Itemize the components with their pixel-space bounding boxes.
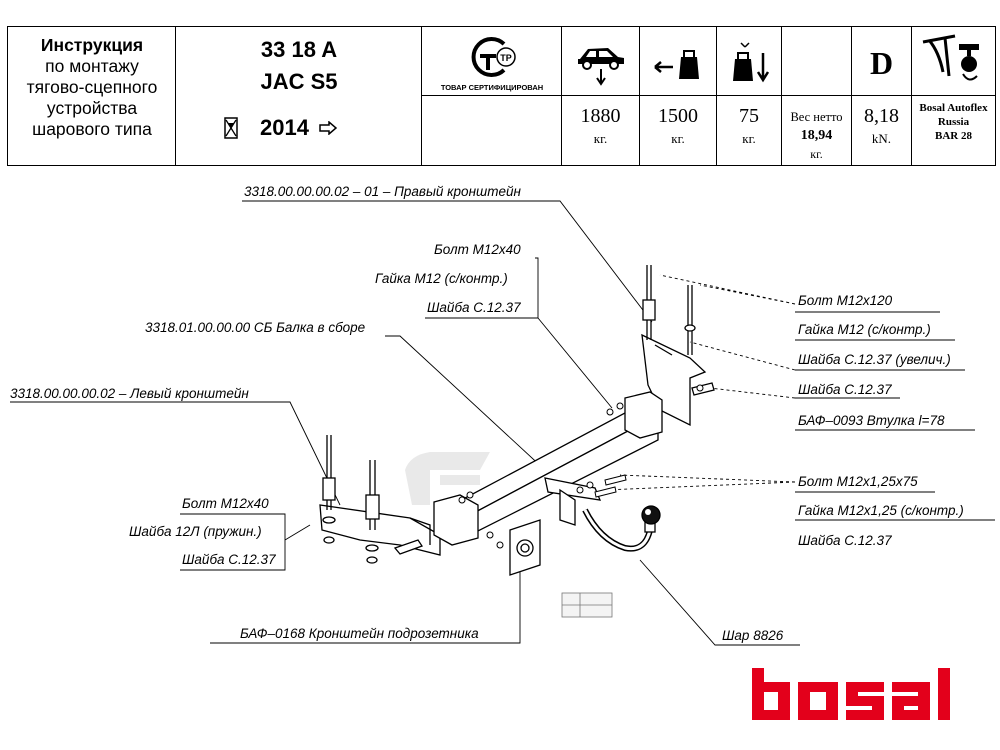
label-nut-m12-top: Гайка M12 (с/контр.) (375, 271, 508, 286)
title-line: устройства (46, 98, 138, 118)
trailer-weight-icon (640, 35, 716, 91)
tow-ball (582, 505, 661, 552)
label-bolt-m12x40-left: Болт M12x40 (182, 496, 269, 511)
vertical-load-value: 75 (739, 105, 759, 127)
leader-ball-underline (795, 491, 995, 521)
label-bolt-m12x125: Болт M12x1,25x75 (798, 474, 918, 489)
label-nut-m12-right: Гайка M12 (с/контр.) (798, 322, 931, 337)
leader-ball (639, 559, 800, 646)
part-number: 33 18 A (260, 37, 338, 62)
vertical-load-icon (717, 35, 781, 91)
vehicle-weight-unit: кг. (593, 131, 608, 146)
assembly-diagram (10, 200, 995, 646)
stamp-box (561, 592, 613, 618)
bosal-logo (752, 668, 950, 720)
brand-line: BAR 28 (935, 130, 972, 142)
label-ball: Шар 8826 (722, 628, 784, 643)
leader-left-bracket (10, 401, 341, 506)
hardware (458, 384, 704, 549)
leader-ball-hardware (604, 474, 796, 491)
leader-top-bolts (425, 257, 613, 409)
net-weight-label: Вес нетто (790, 110, 843, 124)
leader-right-hardware (659, 274, 796, 305)
trailer-weight-value: 1500 (658, 105, 698, 127)
d-value-letter: D (869, 45, 894, 81)
label-nut-m12x125: Гайка M12x1,25 (с/контр.) (798, 503, 964, 518)
title-line: Инструкция (40, 35, 144, 55)
label-sleeve: БАФ–0093 Втулка l=78 (798, 413, 945, 428)
left-bracket (319, 435, 441, 564)
certificate-caption: ТОВАР СЕРТИФИЦИРОВАН (440, 83, 544, 92)
towbar-icon (912, 31, 995, 91)
label-beam: 3318.01.00.00.00 СБ Балка в сборе (145, 320, 366, 335)
brand-cell: Bosal Autoflex Russia BAR 28 (912, 27, 995, 165)
label-left-bracket: 3318.00.00.00.02 – Левый кронштейн (10, 386, 249, 401)
label-spring-washer: Шайба 12Л (пружин.) (129, 524, 262, 539)
spec-trailer-weight: 1500 кг. (640, 27, 717, 165)
cert-mark: ТР (500, 53, 512, 63)
leader-left-hardware (180, 513, 311, 571)
label-washer-enlarged: Шайба С.12.37 (увелич.) (798, 352, 951, 367)
model-year: 2014 (260, 115, 309, 140)
year-row: 2014 (224, 115, 337, 141)
title-cell: Инструкция по монтажу тягово-сцепного ус… (8, 27, 176, 165)
label-socket-bracket: БАФ–0168 Кронштейн подрозетника (240, 626, 479, 641)
label-washer-right: Шайба С.12.37 (798, 382, 892, 397)
vehicle-model: JAC S5 (260, 69, 338, 94)
net-weight-unit: кг. (810, 147, 823, 161)
leader-right-bracket (242, 200, 653, 323)
net-weight-value: 18,94 (800, 128, 833, 143)
leader-right-to-bracket (689, 341, 796, 399)
vehicle-weight-value: 1880 (580, 105, 621, 127)
d-value-cell: D 8,18 kN. (852, 27, 912, 165)
label-washer-top: Шайба С.12.37 (427, 300, 521, 315)
header-divider (422, 95, 995, 96)
label-right-bracket: 3318.00.00.00.02 – 01 – Правый кронштейн (244, 184, 521, 199)
header-table: Инструкция по монтажу тягово-сцепного ус… (7, 26, 996, 166)
title-line: тягово-сцепного (26, 77, 158, 97)
label-bolt-m12x120: Болт M12x120 (798, 293, 893, 308)
title-line: шарового типа (32, 119, 152, 139)
watermark-logo (405, 452, 490, 505)
spec-vertical-load: 75 кг. (717, 27, 782, 165)
calendar-hourglass-icon (224, 117, 238, 139)
certificate-cell: ТР ТОВАР СЕРТИФИЦИРОВАН (422, 27, 562, 165)
trailer-weight-unit: кг. (671, 131, 685, 146)
net-weight-cell: Вес нетто 18,94 кг. (782, 27, 852, 165)
vertical-load-unit: кг. (742, 131, 756, 146)
main-beam (433, 391, 663, 546)
leader-socket (210, 560, 521, 644)
label-bolt-m12x40-top: Болт M12x40 (434, 242, 521, 257)
leader-right-underline (795, 311, 975, 431)
label-washer-left: Шайба С.12.37 (182, 552, 276, 567)
d-value-number: 8,18 (864, 105, 899, 127)
arrow-right-icon (319, 121, 337, 135)
brand-line: Bosal Autoflex (919, 102, 988, 114)
brand-info: Bosal Autoflex Russia BAR 28 (912, 101, 995, 143)
brand-line: Russia (937, 116, 970, 128)
certification-icon: ТР (422, 33, 561, 81)
socket-bracket (509, 519, 541, 576)
car-load-down-icon (562, 35, 639, 91)
d-value-unit: kN. (871, 131, 892, 146)
model-cell: 33 18 A JAC S5 2014 (176, 27, 422, 165)
title-line: по монтажу (45, 56, 139, 76)
leader-beam (385, 335, 546, 471)
spec-vehicle-weight: 1880 кг. (562, 27, 640, 165)
document-title: Инструкция по монтажу тягово-сцепного ус… (8, 35, 176, 140)
label-washer-ball: Шайба С.12.37 (798, 533, 892, 548)
